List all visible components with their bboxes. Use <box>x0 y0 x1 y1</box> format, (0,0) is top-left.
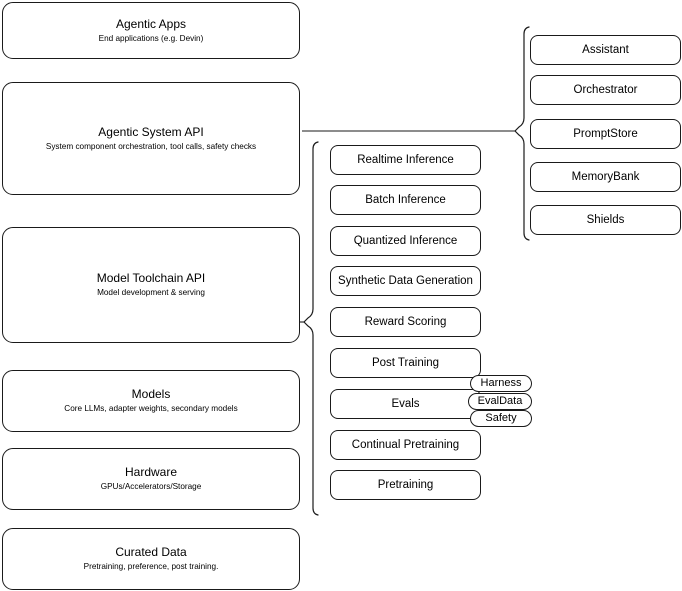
badge-label: Safety <box>485 412 517 424</box>
chip-label: Post Training <box>371 357 440 369</box>
chip-label: Synthetic Data Generation <box>338 275 473 287</box>
toolchain-component-evals[interactable]: Evals <box>330 389 481 419</box>
layer-title: Agentic System API <box>98 124 204 139</box>
stack-layer-agentic-apps[interactable]: Agentic Apps End applications (e.g. Devi… <box>2 2 300 59</box>
stack-layer-model-toolchain-api[interactable]: Model Toolchain API Model development & … <box>2 227 300 343</box>
chip-label: Quantized Inference <box>353 235 458 247</box>
layer-title: Agentic Apps <box>115 16 187 31</box>
layer-title: Model Toolchain API <box>96 271 206 285</box>
chip-label: Shields <box>586 214 625 226</box>
chip-label: PromptStore <box>573 128 638 140</box>
layer-subtitle: Core LLMs, adapter weights, secondary mo… <box>64 404 238 413</box>
layer-subtitle: GPUs/Accelerators/Storage <box>100 482 202 491</box>
toolchain-component-reward-scoring[interactable]: Reward Scoring <box>330 307 481 337</box>
stack-layer-curated-data[interactable]: Curated Data Pretraining, preference, po… <box>2 528 300 590</box>
chip-label: Evals <box>391 398 420 410</box>
toolchain-component-batch-inference[interactable]: Batch Inference <box>330 185 481 215</box>
toolchain-component-quantized-inference[interactable]: Quantized Inference <box>330 226 481 256</box>
chip-label: MemoryBank <box>571 171 640 183</box>
chip-label: Orchestrator <box>573 84 638 96</box>
layer-title: Hardware <box>124 465 178 479</box>
layer-subtitle: End applications (e.g. Devin) <box>98 33 204 43</box>
chip-label: Realtime Inference <box>357 154 454 166</box>
toolchain-component-synthetic-data-generation[interactable]: Synthetic Data Generation <box>330 266 481 296</box>
toolchain-component-realtime-inference[interactable]: Realtime Inference <box>330 145 481 175</box>
evals-badge-harness[interactable]: Harness <box>470 375 532 392</box>
chip-label: Batch Inference <box>365 194 446 206</box>
agentic-component-orchestrator[interactable]: Orchestrator <box>530 75 681 105</box>
badge-label: Harness <box>480 377 522 389</box>
stack-layer-agentic-system-api[interactable]: Agentic System API System component orch… <box>2 82 300 195</box>
toolchain-component-continual-pretraining[interactable]: Continual Pretraining <box>330 430 481 460</box>
stack-layer-models[interactable]: Models Core LLMs, adapter weights, secon… <box>2 370 300 432</box>
chip-label: Continual Pretraining <box>351 439 460 451</box>
evals-badge-evaldata[interactable]: EvalData <box>468 393 532 410</box>
layer-title: Curated Data <box>115 545 187 559</box>
chip-label: Reward Scoring <box>364 316 447 328</box>
badge-label: EvalData <box>477 395 523 407</box>
layer-subtitle: Pretraining, preference, post training. <box>83 562 219 571</box>
agentic-component-memorybank[interactable]: MemoryBank <box>530 162 681 192</box>
agentic-component-shields[interactable]: Shields <box>530 205 681 235</box>
layer-title: Models <box>131 387 171 401</box>
chip-label: Pretraining <box>377 479 434 491</box>
chip-label: Assistant <box>582 44 629 56</box>
evals-badge-safety[interactable]: Safety <box>470 410 532 427</box>
agentic-component-promptstore[interactable]: PromptStore <box>530 119 681 149</box>
agentic-component-assistant[interactable]: Assistant <box>530 35 681 65</box>
layer-subtitle: System component orchestration, tool cal… <box>45 141 257 151</box>
layer-subtitle: Model development & serving <box>97 288 205 297</box>
toolchain-component-pretraining[interactable]: Pretraining <box>330 470 481 500</box>
stack-layer-hardware[interactable]: Hardware GPUs/Accelerators/Storage <box>2 448 300 510</box>
toolchain-component-post-training[interactable]: Post Training <box>330 348 481 378</box>
